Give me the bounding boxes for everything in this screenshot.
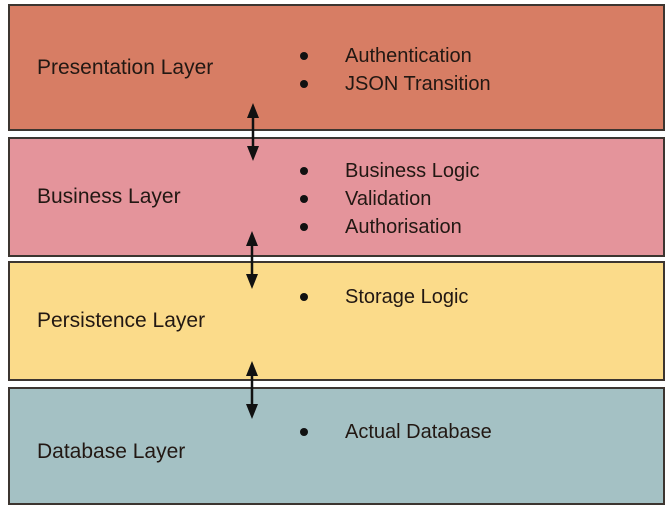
database-layer-label: Database Layer — [37, 440, 186, 463]
list-item-label: JSON Transition — [345, 72, 491, 95]
bullet-icon — [300, 223, 308, 231]
bullet-icon — [300, 195, 308, 203]
list-item-label: Business Logic — [345, 159, 480, 182]
bullet-icon — [300, 293, 308, 301]
business-bullet-list: Business Logic Validation Authorisation — [300, 157, 480, 241]
persistence-layer-box: Persistence Layer Storage Logic — [8, 261, 665, 381]
list-item: Actual Database — [300, 418, 492, 446]
list-item-label: Authorisation — [345, 215, 462, 238]
list-item-label: Validation — [345, 187, 432, 210]
presentation-bullet-list: Authentication JSON Transition — [300, 42, 491, 98]
business-layer-box: Business Layer Business Logic Validation… — [8, 137, 665, 257]
presentation-layer-label: Presentation Layer — [37, 55, 214, 79]
persistence-bullet-list: Storage Logic — [300, 283, 468, 311]
bullet-icon — [300, 52, 308, 60]
persistence-layer-label: Persistence Layer — [37, 309, 206, 332]
database-layer-box: Database Layer Actual Database — [8, 387, 665, 505]
presentation-layer-box: Presentation Layer Authentication JSON T… — [8, 4, 665, 131]
list-item-label: Actual Database — [345, 420, 492, 443]
double-arrow-icon — [246, 361, 258, 419]
double-arrow-icon — [246, 231, 258, 289]
list-item-label: Storage Logic — [345, 285, 469, 308]
list-item: Authorisation — [300, 213, 480, 241]
list-item: Business Logic — [300, 157, 480, 185]
list-item: Validation — [300, 185, 480, 213]
bullet-icon — [300, 428, 308, 436]
database-bullet-list: Actual Database — [300, 418, 492, 446]
double-arrow-icon — [247, 103, 259, 161]
bullet-icon — [300, 167, 308, 175]
list-item: Authentication — [300, 42, 491, 70]
list-item: JSON Transition — [300, 70, 491, 98]
list-item: Storage Logic — [300, 283, 468, 311]
business-layer-label: Business Layer — [37, 185, 181, 208]
bullet-icon — [300, 80, 308, 88]
list-item-label: Authentication — [345, 44, 472, 67]
